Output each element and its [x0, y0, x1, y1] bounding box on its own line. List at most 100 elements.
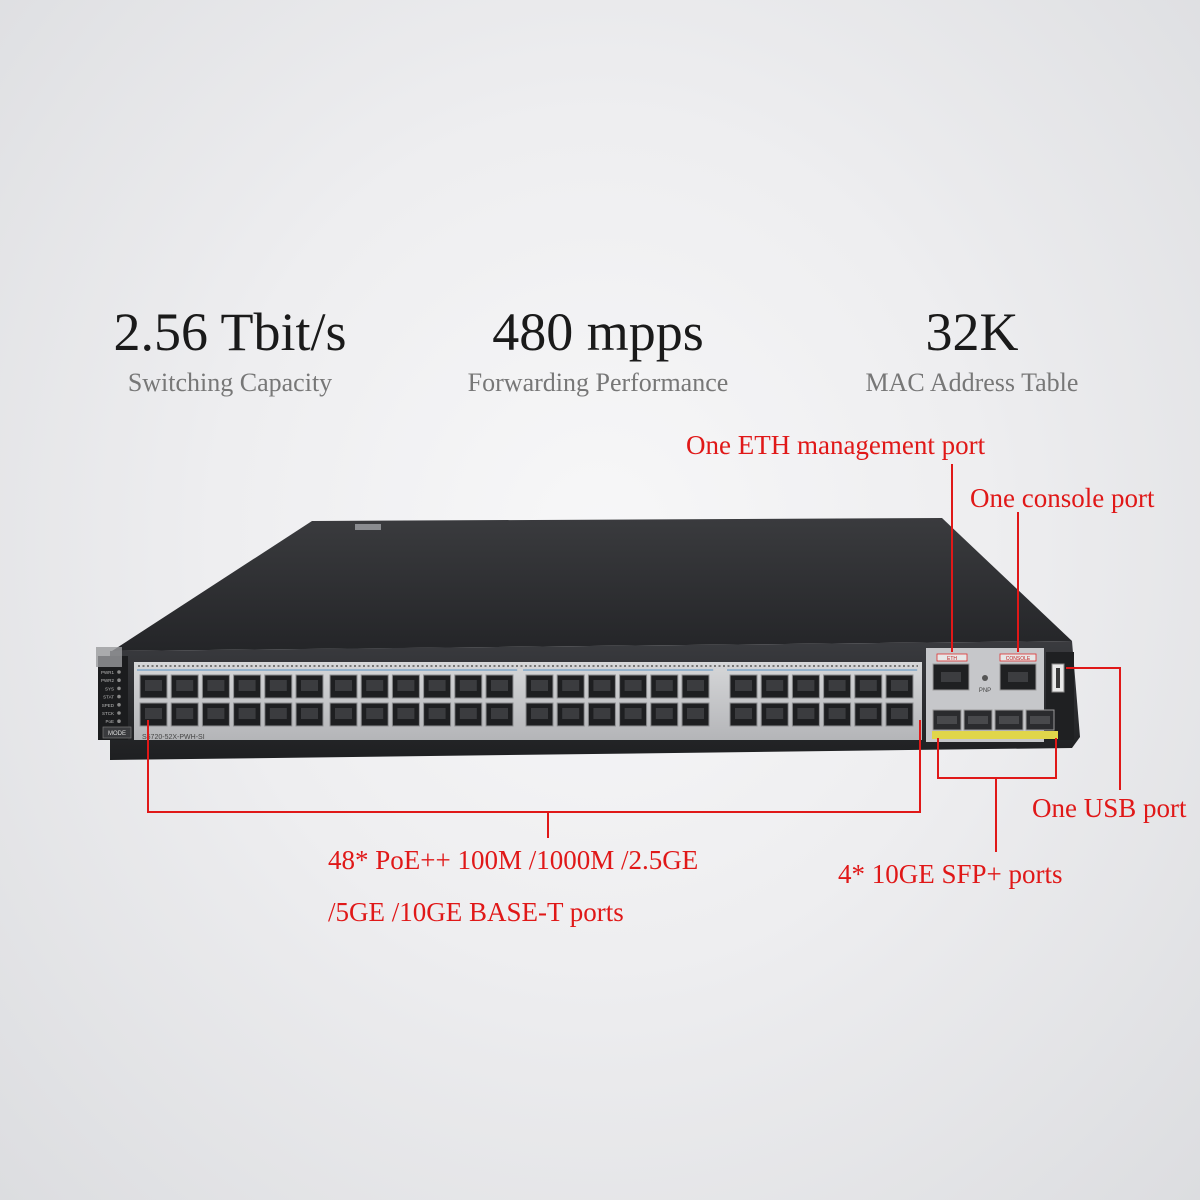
rj45-port-contacts	[366, 680, 384, 691]
mode-label: MODE	[108, 731, 126, 737]
callout-lines	[147, 464, 1121, 852]
rj45-port-contacts	[301, 708, 318, 719]
rj45-port-contacts	[766, 680, 784, 691]
base-t-bracket	[147, 720, 921, 813]
left-panel	[98, 656, 128, 740]
status-led	[117, 678, 121, 682]
rj45-port-contacts	[335, 708, 352, 719]
spec-label: MAC Address Table	[865, 368, 1079, 397]
callout-usb: One USB port	[1032, 793, 1187, 823]
rj45-port-contacts	[145, 708, 162, 719]
callout-eth-management: One ETH management port	[686, 430, 986, 460]
rj45-port-contacts	[687, 680, 704, 691]
rj45-port-contacts	[735, 680, 752, 691]
rj45-port-contacts	[428, 708, 446, 719]
pnp-button[interactable]	[982, 675, 988, 681]
rj45-port-contacts	[891, 680, 908, 691]
rj45-port-contacts	[269, 680, 287, 691]
spec-value: 32K	[925, 302, 1019, 362]
rj45-port-contacts	[207, 680, 225, 691]
rj45-port-contacts	[397, 680, 415, 691]
rj45-port-contacts	[397, 708, 415, 719]
rj45-port-contacts	[655, 708, 673, 719]
status-led	[117, 694, 121, 699]
top-sticker	[355, 524, 381, 530]
spec-mac-table: 32K MAC Address Table	[802, 302, 1142, 398]
spec-value: 480 mpps	[492, 302, 704, 362]
rj45-port-contacts	[562, 680, 580, 691]
sfp-port-slot	[937, 716, 957, 724]
mode-button[interactable]	[102, 726, 132, 739]
rj45-port-contacts	[335, 680, 352, 691]
pnp-label: PNP	[979, 688, 991, 694]
usb-port-contacts	[1056, 668, 1060, 688]
rj45-port-contacts	[269, 708, 287, 719]
status-led	[117, 670, 121, 674]
model-label: S5720-52X-PWH-SI	[142, 734, 205, 741]
led-label: STCK	[102, 711, 114, 716]
spec-label: Switching Capacity	[127, 368, 333, 397]
status-led	[117, 686, 121, 691]
port-panel	[134, 662, 922, 740]
console-port-label: CONSOLE	[1006, 656, 1031, 662]
rj45-port-contacts	[145, 680, 162, 691]
spec-forwarding-performance: 480 mpps Forwarding Performance	[428, 302, 768, 398]
rj45-port-contacts	[624, 680, 642, 691]
sfp-port-slot	[999, 716, 1019, 724]
rj45-port-contacts	[735, 708, 752, 719]
status-led	[117, 711, 121, 715]
rj45-port-contacts	[366, 708, 384, 719]
led-label: PoE	[105, 719, 114, 724]
rj45-port-contacts	[593, 708, 611, 719]
spec-label: Forwarding Performance	[467, 368, 729, 397]
rj45-port-contacts	[176, 680, 194, 691]
usb-leader	[1066, 667, 1121, 790]
rj45-port-contacts	[531, 680, 548, 691]
rj45-port-contacts	[624, 708, 642, 719]
callout-base-t-line2: /5GE /10GE BASE-T ports	[328, 897, 624, 927]
status-led	[117, 719, 121, 723]
sfp-port-group	[932, 709, 1055, 731]
led-label: SPED	[102, 703, 115, 708]
led-label: SYS	[105, 686, 114, 691]
sfp-label-strip	[932, 731, 1058, 739]
console-port-contacts	[1008, 672, 1028, 682]
rj45-port-contacts	[797, 680, 815, 691]
eth-port-contacts	[941, 672, 961, 682]
eth-port-label: ETH	[947, 656, 957, 662]
rj45-port-contacts	[207, 708, 225, 719]
eth-port-label-box	[936, 653, 968, 662]
rj45-port-contacts	[766, 708, 784, 719]
rj45-port-contacts	[459, 708, 477, 719]
rj45-port-contacts	[491, 708, 508, 719]
rj45-port-contacts	[828, 708, 846, 719]
rj45-port-contacts	[491, 680, 508, 691]
rj45-port-contacts	[687, 708, 704, 719]
rj45-port-contacts	[859, 708, 877, 719]
chassis-top	[112, 518, 1072, 651]
rj45-port-contacts	[459, 680, 477, 691]
rj45-port-contacts	[593, 680, 611, 691]
rj45-port-contacts	[176, 708, 194, 719]
led-label: PWR2	[101, 678, 114, 683]
rj45-port-grid	[137, 669, 918, 727]
rj45-port-contacts	[797, 708, 815, 719]
callout-sfp: 4* 10GE SFP+ ports	[838, 859, 1063, 889]
rj45-port-contacts	[238, 680, 256, 691]
spec-switching-capacity: 2.56 Tbit/s Switching Capacity	[60, 302, 400, 398]
brand-logo-blur	[96, 647, 122, 667]
console-port-label-box	[999, 653, 1037, 662]
rj45-port-contacts	[562, 708, 580, 719]
rj45-port-contacts	[828, 680, 846, 691]
callout-console: One console port	[970, 483, 1155, 513]
callout-base-t-line1: 48* PoE++ 100M /1000M /2.5GE	[328, 845, 699, 875]
led-label: STAT	[103, 695, 114, 700]
sfp-port-slot	[1030, 716, 1050, 724]
rj45-port-contacts	[238, 708, 256, 719]
rj45-port-contacts	[655, 680, 673, 691]
rj45-port-contacts	[891, 708, 908, 719]
rj45-port-contacts	[531, 708, 548, 719]
spec-value: 2.56 Tbit/s	[113, 302, 347, 362]
